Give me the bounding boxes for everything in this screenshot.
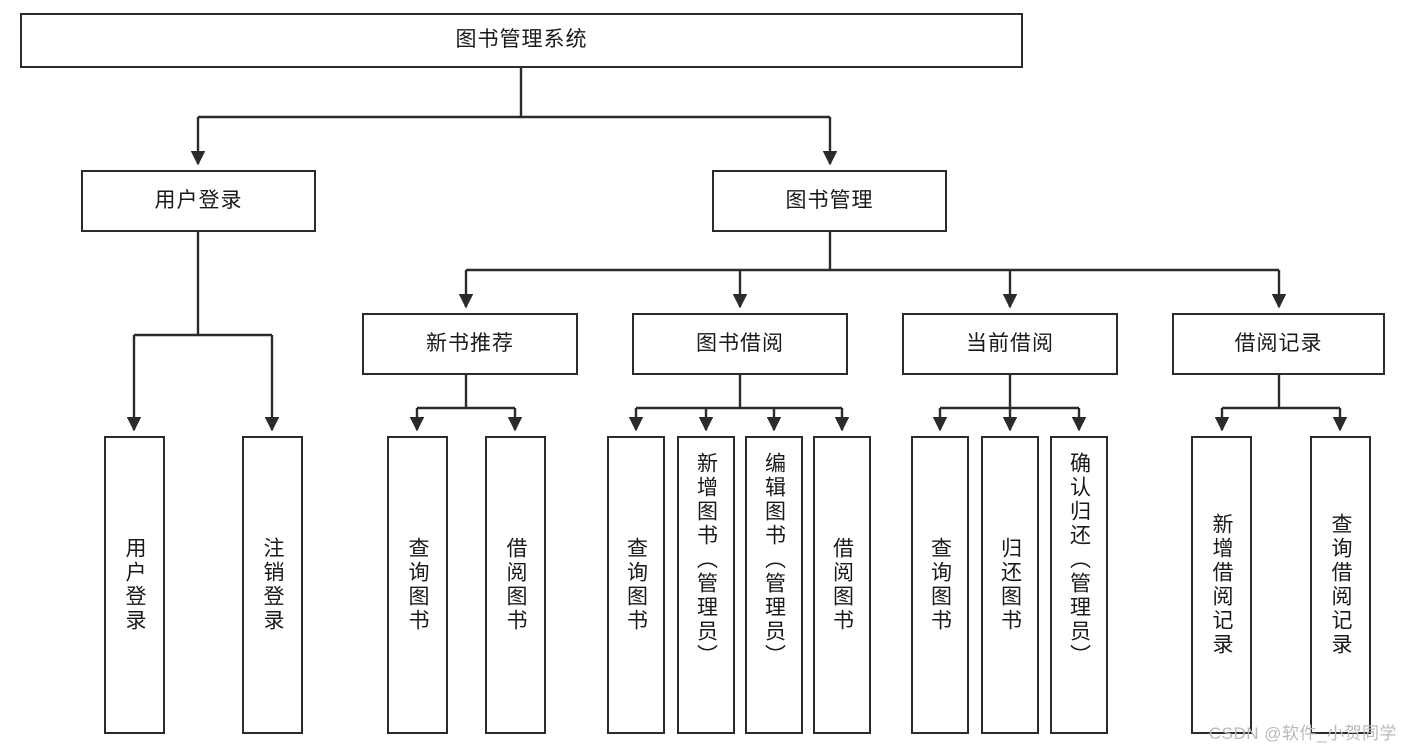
node-borrow-record-label: 借阅记录 [1234, 331, 1323, 355]
node-leaf-query-book-2[interactable]: 查询图书 [607, 436, 665, 734]
node-leaf-logout-login[interactable]: 注销登录 [242, 436, 303, 734]
node-leaf-query-book-3-label: 查询图书 [928, 537, 952, 633]
node-leaf-return-book[interactable]: 归还图书 [981, 436, 1039, 734]
node-leaf-borrow-book-2[interactable]: 借阅图书 [813, 436, 871, 734]
node-book-borrow-label: 图书借阅 [696, 331, 784, 355]
node-leaf-query-book-1[interactable]: 查询图书 [387, 436, 448, 734]
node-leaf-borrow-book-2-label: 借阅图书 [830, 537, 854, 633]
node-leaf-user-login-label: 用户登录 [123, 537, 146, 633]
node-leaf-add-book[interactable]: 新增图书（管理员） [677, 436, 735, 734]
watermark: CSDN @软件_小贺同学 [1208, 724, 1397, 743]
node-leaf-query-record[interactable]: 查询借阅记录 [1310, 436, 1371, 734]
node-new-book-recommend[interactable]: 新书推荐 [362, 313, 578, 375]
node-leaf-return-book-label: 归还图书 [998, 537, 1022, 633]
node-leaf-confirm-return-label: 确认归还（管理员） [1067, 452, 1091, 668]
node-user-login-label: 用户登录 [154, 188, 243, 212]
node-root-label: 图书管理系统 [455, 28, 588, 52]
node-leaf-borrow-book-1[interactable]: 借阅图书 [485, 436, 546, 734]
node-current-borrow[interactable]: 当前借阅 [902, 313, 1118, 375]
node-user-login[interactable]: 用户登录 [81, 170, 316, 232]
node-leaf-query-record-label: 查询借阅记录 [1329, 513, 1352, 657]
node-borrow-record[interactable]: 借阅记录 [1172, 313, 1385, 375]
node-leaf-query-book-2-label: 查询图书 [624, 537, 648, 633]
node-leaf-confirm-return[interactable]: 确认归还（管理员） [1050, 436, 1108, 734]
node-new-book-recommend-label: 新书推荐 [426, 331, 514, 355]
node-current-borrow-label: 当前借阅 [966, 331, 1054, 355]
node-leaf-query-book-1-label: 查询图书 [406, 537, 429, 633]
node-book-manage-label: 图书管理 [785, 188, 874, 212]
node-book-borrow[interactable]: 图书借阅 [632, 313, 848, 375]
node-leaf-add-record-label: 新增借阅记录 [1210, 513, 1233, 657]
node-leaf-add-book-label: 新增图书（管理员） [694, 452, 718, 668]
node-leaf-add-record[interactable]: 新增借阅记录 [1191, 436, 1252, 734]
node-leaf-borrow-book-1-label: 借阅图书 [504, 537, 527, 633]
node-root[interactable]: 图书管理系统 [20, 13, 1023, 68]
node-leaf-query-book-3[interactable]: 查询图书 [911, 436, 969, 734]
node-leaf-logout-login-label: 注销登录 [261, 537, 284, 633]
node-leaf-user-login[interactable]: 用户登录 [104, 436, 165, 734]
node-leaf-edit-book[interactable]: 编辑图书（管理员） [745, 436, 803, 734]
node-book-manage[interactable]: 图书管理 [712, 170, 947, 232]
node-leaf-edit-book-label: 编辑图书（管理员） [762, 452, 786, 668]
